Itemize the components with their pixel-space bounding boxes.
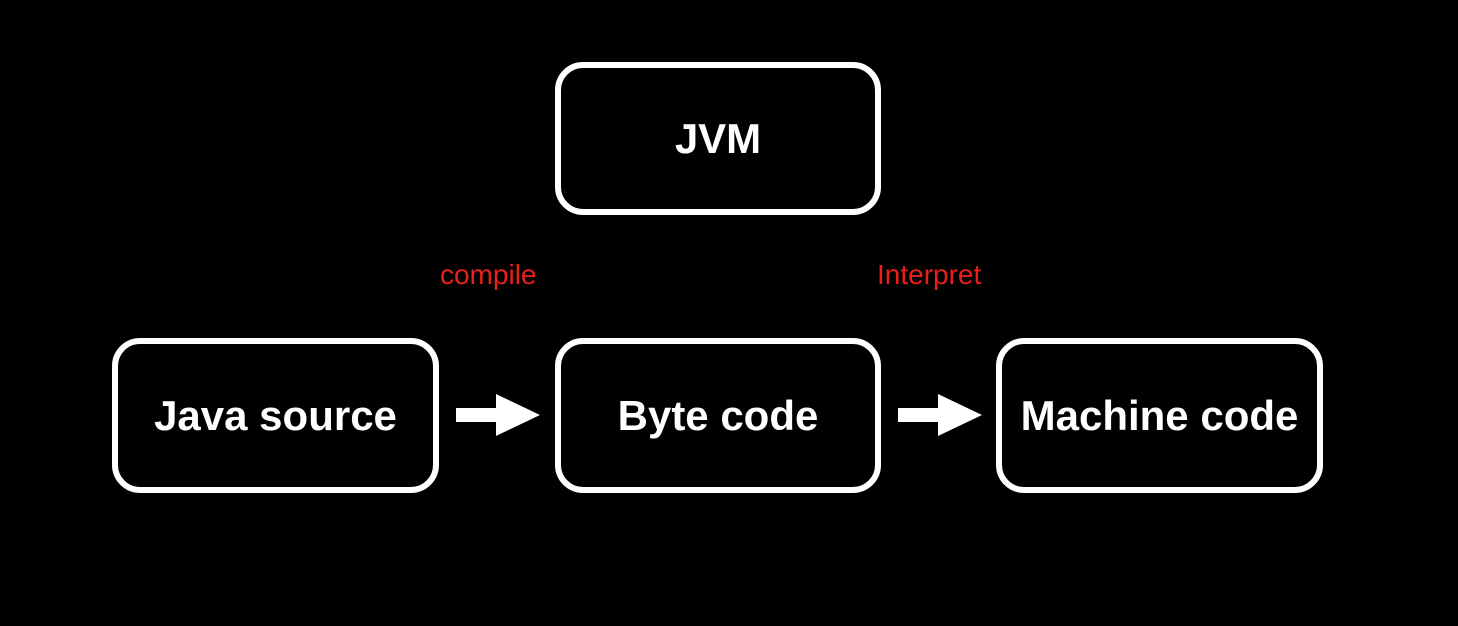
machine-code-label: Machine code [1020,391,1299,439]
interpret-label: Interpret [877,259,982,290]
java-source-box: Java source [112,338,439,493]
compile-label: compile [440,259,537,290]
machine-code-box: Machine code [996,338,1323,493]
jvm-box: JVM [555,62,881,215]
arrow-shaft [456,408,500,422]
arrow-head [938,394,982,436]
byte-code-box: Byte code [555,338,881,493]
arrow-head [496,394,540,436]
jvm-label: JVM [674,114,762,162]
right-arrow-icon [456,394,540,436]
arrow-shaft [898,408,942,422]
right-arrow-icon [898,394,982,436]
java-source-label: Java source [154,391,397,439]
byte-code-label: Byte code [617,391,819,439]
